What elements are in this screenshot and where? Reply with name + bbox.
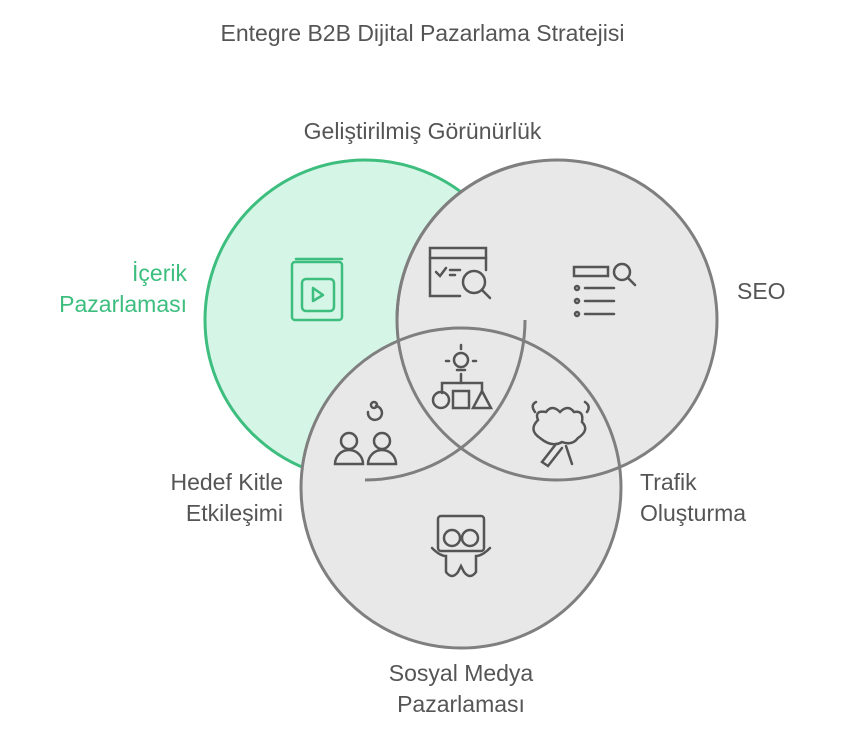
label-traffic-generation: Trafik Oluşturma [640, 467, 746, 529]
label-social-media-marketing: Sosyal Medya Pazarlaması [0, 658, 845, 720]
audience-people-icon [333, 400, 398, 466]
video-book-icon [290, 257, 344, 322]
diagram-title: Entegre B2B Dijital Pazarlama Stratejisi [220, 20, 625, 46]
label-enhanced-visibility: Geliştirilmiş Görünürlük [303, 118, 542, 144]
strategy-lightbulb-icon [431, 343, 494, 410]
social-glasses-icon [430, 514, 492, 578]
label-seo: SEO [737, 278, 786, 304]
social-circle-outline [299, 326, 623, 650]
content-circle-inner-outline [364, 161, 527, 482]
browser-search-icon [428, 246, 492, 300]
list-search-icon [572, 262, 637, 318]
label-audience-line2: Etkileşimi [185, 500, 283, 526]
label-content-marketing: İçerik Pazarlaması [59, 258, 187, 320]
feather-duster-icon [531, 400, 590, 468]
label-audience-engagement: Hedef Kitle Etkileşimi [170, 467, 283, 529]
label-audience-line1: Hedef Kitle [170, 469, 283, 495]
label-traffic-line1: Trafik [640, 469, 697, 495]
label-content-line1: İçerik [132, 260, 187, 286]
label-social-line1: Sosyal Medya [388, 660, 534, 686]
label-content-line2: Pazarlaması [59, 291, 187, 317]
label-social-line2: Pazarlaması [397, 691, 525, 717]
label-traffic-line2: Oluşturma [640, 500, 747, 526]
